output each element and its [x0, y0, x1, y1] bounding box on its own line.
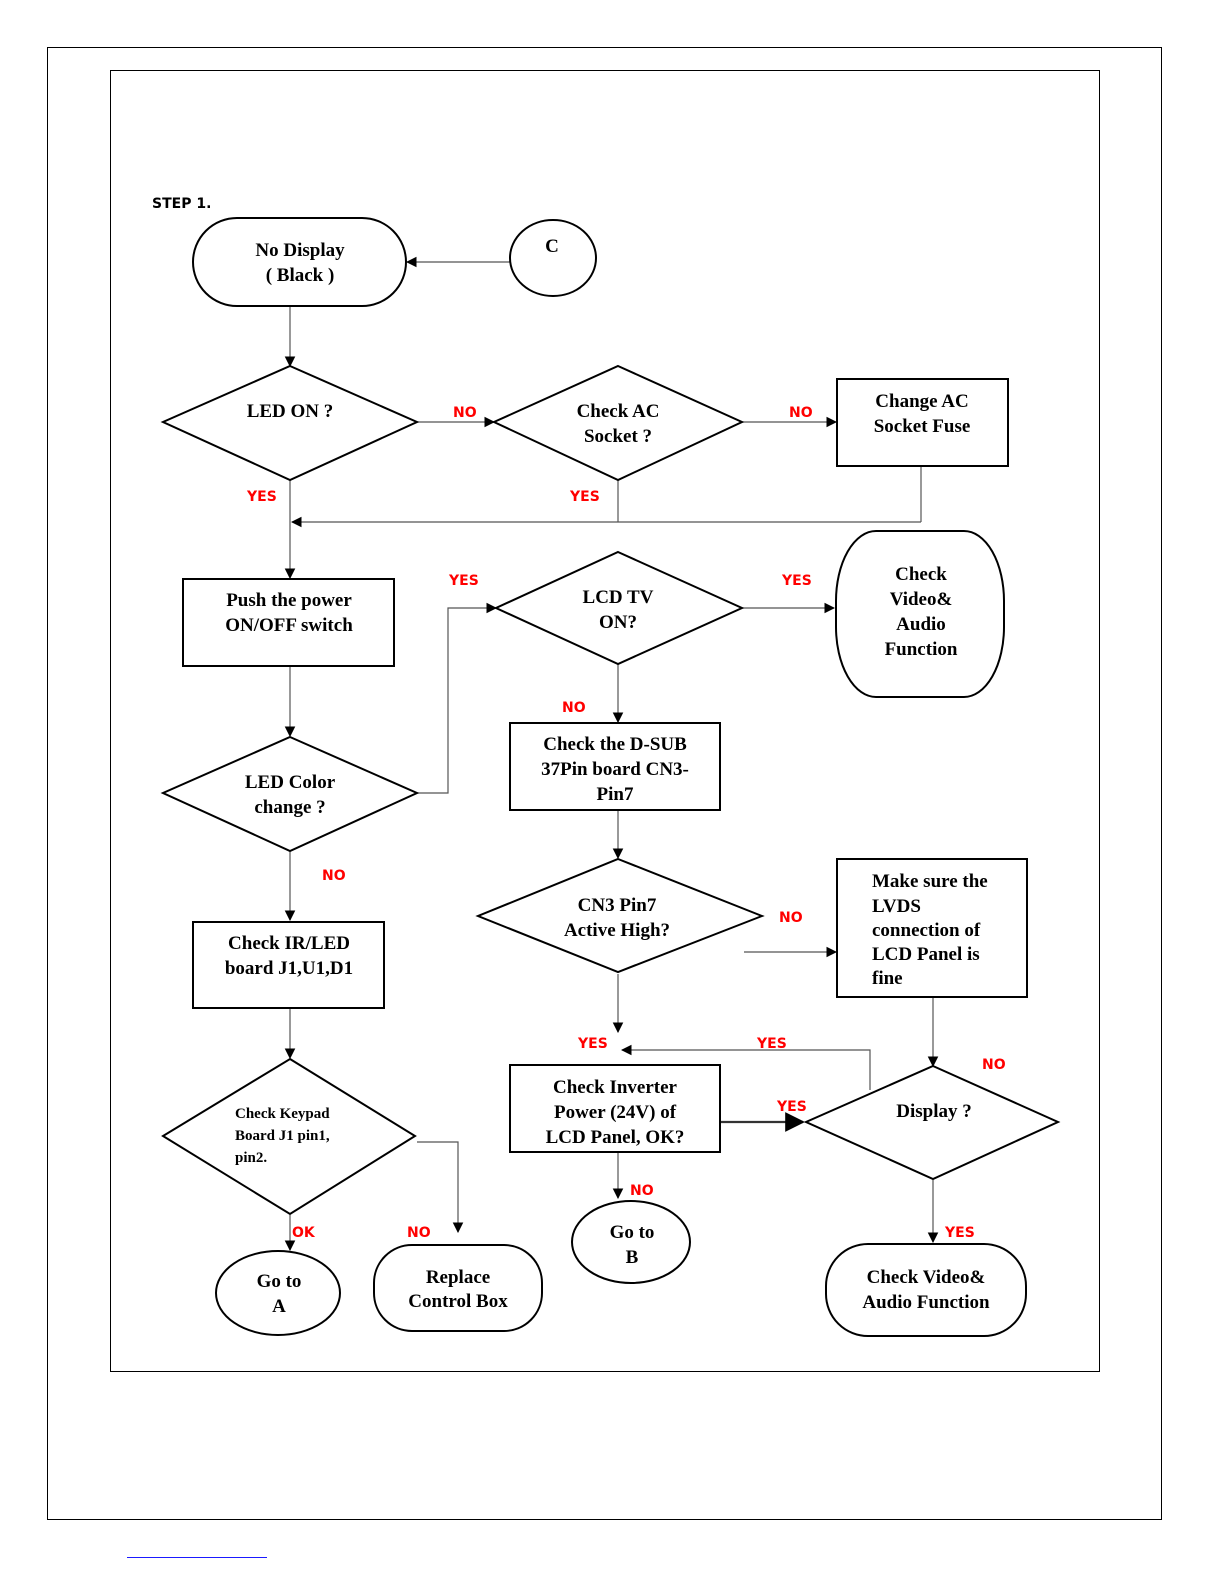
node-go-to-b: Go to B	[571, 1200, 691, 1284]
label-keypad-ok: OK	[292, 1225, 316, 1241]
replace-line-1: Replace	[426, 1267, 490, 1288]
label-inverter-yes: YES	[776, 1099, 807, 1115]
cn3-line-2: Active High?	[564, 920, 670, 941]
node-led-on: LED ON ?	[160, 364, 420, 482]
push-power-line-1: Push the power	[226, 590, 352, 611]
ir-led-line-1: Check IR/LED	[228, 933, 350, 954]
node-push-power: Push the power ON/OFF switch	[182, 578, 395, 667]
footer-link-underline	[127, 1557, 267, 1558]
check-video-1-line-1: Check	[895, 564, 947, 585]
no-display-line-1: No Display	[255, 240, 345, 261]
replace-line-2: Control Box	[408, 1291, 508, 1312]
inverter-line-1: Check Inverter	[553, 1077, 678, 1098]
dsub-line-3: Pin7	[597, 784, 634, 805]
label-color-change-yes: YES	[448, 573, 479, 589]
change-ac-line-1: Change AC	[875, 391, 968, 412]
node-check-keypad: Check Keypad Board J1 pin1, pin2.	[161, 1057, 417, 1216]
label-cn3-yes: YES	[577, 1036, 608, 1052]
page-border	[47, 47, 1162, 1520]
lvds-line-4: LCD Panel is	[872, 944, 980, 965]
dsub-line-1: Check the D-SUB	[543, 734, 687, 755]
label-display-yes-back: YES	[756, 1036, 787, 1052]
check-video-2-line-2: Audio Function	[862, 1292, 990, 1313]
node-check-video-audio-1: Check Video& Audio Function	[835, 530, 1005, 698]
check-video-1-line-3: Audio	[896, 614, 946, 635]
label-led-on-no: NO	[453, 405, 477, 421]
lvds-line-1: Make sure the	[872, 871, 988, 892]
label-ac-socket-no: NO	[789, 405, 813, 421]
check-ac-line-1: Check AC	[577, 401, 660, 422]
no-display-line-2: ( Black )	[266, 265, 335, 286]
lvds-line-3: connection of	[872, 920, 981, 941]
push-power-line-2: ON/OFF switch	[225, 615, 353, 636]
node-check-inverter: Check Inverter Power (24V) of LCD Panel,…	[509, 1064, 721, 1153]
inverter-line-2: Power (24V) of	[554, 1102, 677, 1123]
node-make-sure-lvds: Make sure the LVDS connection of LCD Pan…	[836, 858, 1028, 998]
edge-display-yes-back	[620, 1044, 871, 1090]
go-a-line-2: A	[272, 1296, 286, 1317]
connector-c-label: C	[545, 236, 559, 257]
node-cn3-pin7: CN3 Pin7 Active High?	[475, 857, 765, 974]
lvds-line-2: LVDS	[872, 896, 921, 917]
dsub-line-2: 37Pin board CN3-	[541, 759, 689, 780]
node-no-display: No Display ( Black )	[192, 217, 407, 307]
go-a-line-1: Go to	[257, 1271, 302, 1292]
ir-led-line-2: board J1,U1,D1	[225, 958, 353, 979]
node-go-to-a: Go to A	[215, 1250, 341, 1336]
lcd-tv-line-2: ON?	[599, 612, 637, 633]
node-led-color-change: LED Color change ?	[160, 735, 420, 853]
edge-led-color-to-lcd-tv	[417, 602, 498, 794]
node-lcd-tv-on: LCD TV ON?	[493, 550, 745, 666]
display-q-label: Display ?	[896, 1101, 972, 1122]
cn3-line-1: CN3 Pin7	[578, 895, 657, 916]
lvds-line-5: fine	[872, 968, 903, 989]
node-connector-c: C	[509, 219, 597, 297]
label-ac-socket-yes: YES	[569, 489, 600, 505]
label-lcd-tv-no: NO	[562, 700, 586, 716]
step-title: STEP 1.	[152, 196, 211, 212]
label-keypad-no: NO	[407, 1225, 431, 1241]
label-led-on-yes: YES	[246, 489, 277, 505]
check-ac-line-2: Socket ?	[584, 426, 652, 447]
diagram-frame	[110, 70, 1100, 1372]
label-display-no: NO	[982, 1057, 1006, 1073]
edge-labels: NO NO YES YES YES YES NO NO NO YES YES Y…	[246, 405, 1006, 1241]
label-display-yes-down: YES	[944, 1225, 975, 1241]
led-color-line-1: LED Color	[245, 772, 336, 793]
go-b-line-2: B	[626, 1247, 639, 1268]
lcd-tv-line-1: LCD TV	[583, 587, 654, 608]
change-ac-line-2: Socket Fuse	[874, 416, 971, 437]
label-lcd-tv-yes: YES	[781, 573, 812, 589]
node-replace-control-box: Replace Control Box	[373, 1244, 543, 1332]
node-check-ac-socket: Check AC Socket ?	[491, 364, 745, 482]
label-cn3-no: NO	[779, 910, 803, 926]
inverter-line-3: LCD Panel, OK?	[546, 1127, 685, 1148]
keypad-line-3: pin2.	[235, 1150, 267, 1166]
node-check-video-audio-2: Check Video& Audio Function	[825, 1243, 1027, 1337]
label-inverter-no: NO	[630, 1183, 654, 1199]
edges	[284, 256, 939, 1252]
keypad-line-1: Check Keypad	[235, 1106, 330, 1122]
node-check-dsub: Check the D-SUB 37Pin board CN3- Pin7	[509, 722, 721, 811]
go-b-line-1: Go to	[610, 1222, 655, 1243]
check-video-1-line-2: Video&	[890, 589, 953, 610]
label-color-change-no: NO	[322, 868, 346, 884]
edge-keypad-to-replace	[417, 1141, 464, 1234]
node-change-ac-fuse: Change AC Socket Fuse	[836, 378, 1009, 467]
node-display-q: Display ?	[803, 1064, 1061, 1181]
led-on-label: LED ON ?	[247, 401, 334, 422]
keypad-line-2: Board J1 pin1,	[235, 1128, 330, 1144]
led-color-line-2: change ?	[254, 797, 325, 818]
check-video-1-line-4: Function	[885, 639, 958, 660]
node-check-ir-led: Check IR/LED board J1,U1,D1	[192, 921, 385, 1009]
check-video-2-line-1: Check Video&	[867, 1267, 986, 1288]
